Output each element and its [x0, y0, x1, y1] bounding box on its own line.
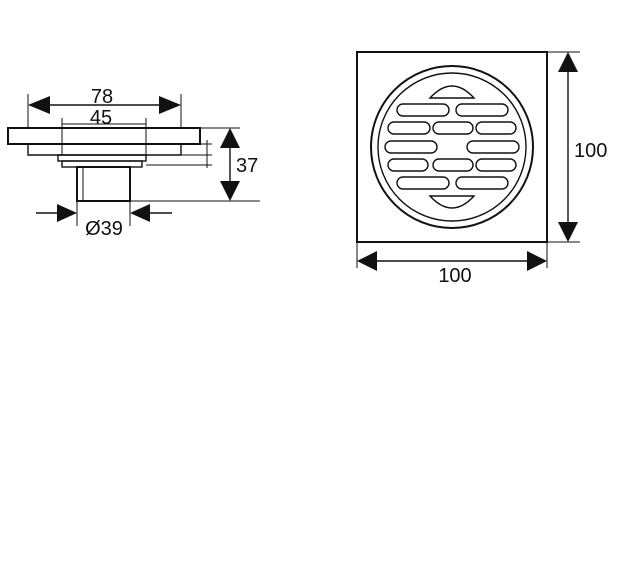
grate-slot: [387, 121, 431, 135]
grate-slot: [455, 103, 509, 117]
grate-slot-top: [428, 85, 476, 99]
arrowhead-100-v-top: [558, 52, 578, 72]
dim-label-37: 37: [236, 155, 258, 177]
grate-slot: [396, 103, 450, 117]
arrowhead-78-right: [159, 96, 181, 114]
top-view: 100 100: [356, 51, 607, 287]
dim-label-78: 78: [91, 86, 113, 108]
grate-slot: [466, 140, 520, 154]
drain-square-frame: [356, 51, 548, 243]
grate-slot: [432, 158, 474, 172]
arrowhead-37-top: [220, 128, 240, 148]
grate-slot: [455, 176, 509, 190]
grate-slot: [432, 121, 474, 135]
side-view: 78 45 37 Ø39: [7, 86, 260, 240]
grate-slot: [475, 158, 517, 172]
arrowhead-39-right: [130, 204, 150, 222]
drain-grate-outer-circle: [370, 65, 534, 229]
arrowhead-37-bottom: [220, 181, 240, 201]
drain-ring: [57, 154, 147, 162]
arrowhead-39-left: [57, 204, 77, 222]
arrowhead-100-h-right: [527, 251, 547, 271]
dim-label-45: 45: [90, 107, 112, 129]
grate-slot: [387, 158, 429, 172]
dim-label-100-horizontal: 100: [438, 265, 471, 287]
drain-body: [27, 144, 182, 156]
grate-slot: [475, 121, 517, 135]
drain-pipe: [76, 166, 131, 202]
arrowhead-100-h-left: [357, 251, 377, 271]
grate-slot-bottom: [428, 195, 476, 209]
flange-plate: [7, 127, 201, 145]
grate-slot: [384, 140, 438, 154]
drain-grate-inner-circle: [377, 72, 527, 222]
dim-label-39: Ø39: [85, 218, 123, 240]
dim-label-100-vertical: 100: [574, 140, 607, 162]
arrowhead-100-v-bottom: [558, 222, 578, 242]
arrowhead-78-left: [28, 96, 50, 114]
grate-slot: [396, 176, 450, 190]
